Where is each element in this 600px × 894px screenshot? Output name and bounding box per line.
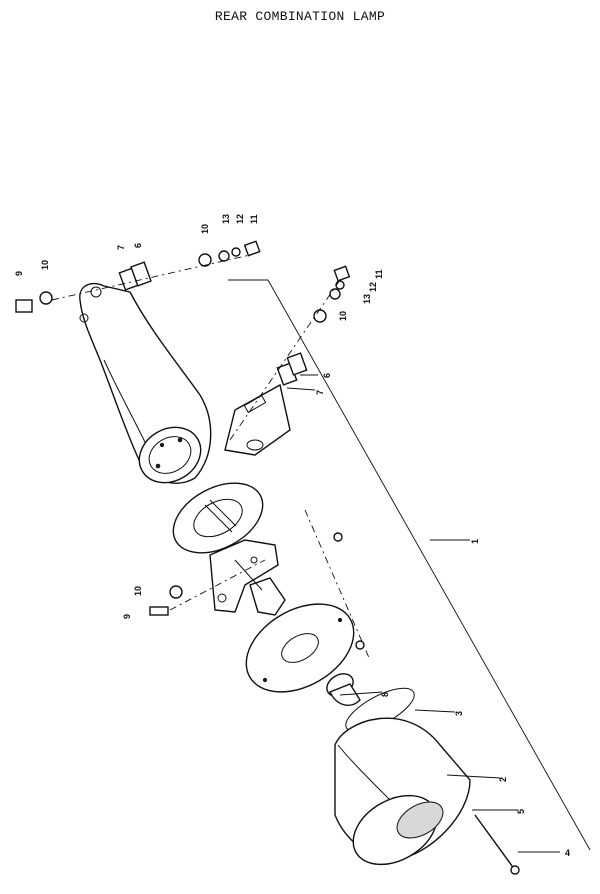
lamp-body: [334, 717, 471, 866]
callout-1: 1: [470, 539, 480, 544]
fastener-low-cluster: [149, 509, 371, 661]
callout-4: 4: [565, 848, 570, 858]
callout-2: 2: [498, 777, 508, 782]
lens-screw: [474, 814, 520, 875]
reflector-plate: [245, 603, 355, 693]
callout-6-top: 6: [133, 243, 143, 248]
callout-9-low: 9: [122, 614, 132, 619]
callout-7-mid: 7: [315, 390, 325, 395]
fastener-top-cluster: [51, 240, 261, 301]
callout-6-mid: 6: [322, 373, 332, 378]
callout-9-left: 9: [14, 271, 24, 276]
bulb-socket: [234, 559, 286, 616]
lamp-base-ring: [138, 426, 202, 484]
callout-5: 5: [516, 809, 526, 814]
callout-10-low: 10: [133, 586, 143, 596]
callout-labels: 1 2 3 4 5 6 7 6 7 8 9 9 10 10 10 10 11 1…: [14, 214, 570, 858]
diagram-title: REAR COMBINATION LAMP: [214, 9, 386, 24]
callout-11-top: 11: [249, 214, 259, 224]
callout-11-right: 11: [374, 269, 384, 279]
callout-7-top: 7: [116, 245, 126, 250]
callout-12-right: 12: [368, 282, 378, 292]
fastener-right-cluster: [229, 265, 351, 441]
callout-10-right: 10: [338, 311, 348, 321]
callout-10-left: 10: [40, 260, 50, 270]
small-bracket: [209, 539, 279, 613]
fastener-left-cluster: [15, 291, 53, 313]
callout-13-right: 13: [362, 294, 372, 304]
leader-part-1: [228, 279, 591, 851]
callout-leaders: [286, 374, 560, 853]
callout-12-top: 12: [235, 214, 245, 224]
callout-3: 3: [454, 711, 464, 716]
gasket-plate: [172, 482, 264, 554]
angle-bracket: [224, 383, 291, 456]
callout-10-top: 10: [200, 224, 210, 234]
callout-13-top: 13: [221, 214, 231, 224]
callout-8: 8: [380, 692, 390, 697]
